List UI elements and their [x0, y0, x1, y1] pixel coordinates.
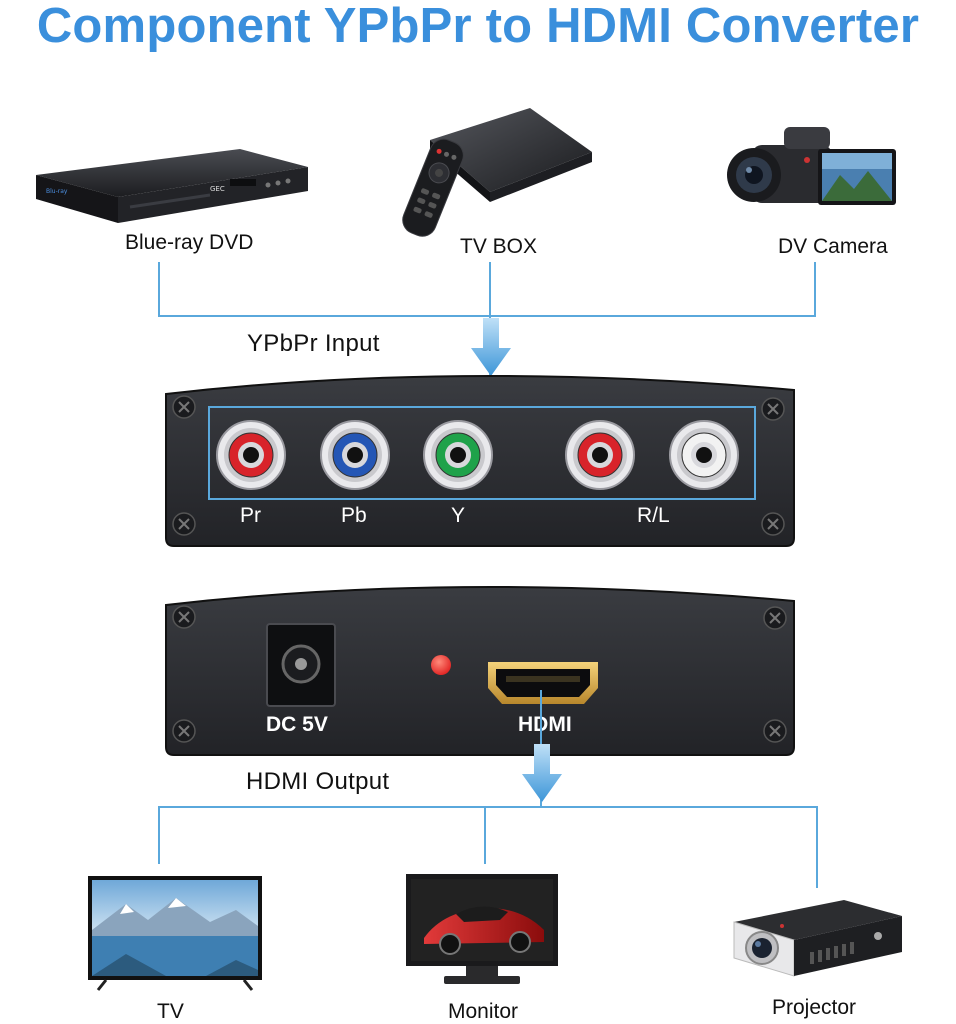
rca-jack-audio-left — [669, 420, 739, 490]
source-label-bluray: Blue-ray DVD — [125, 231, 254, 254]
rca-jack-y — [423, 420, 493, 490]
source-label-camera: DV Camera — [778, 235, 888, 258]
screw-icon — [172, 605, 196, 629]
display-label-tv: TV — [157, 1000, 184, 1023]
connector-line — [816, 806, 818, 888]
svg-text:GEC: GEC — [210, 185, 225, 193]
rca-jack-pr — [216, 420, 286, 490]
rca-jack-pb — [320, 420, 390, 490]
port-label-pr: Pr — [240, 504, 261, 527]
down-arrow-icon — [471, 318, 511, 376]
svg-text:Blu-ray: Blu-ray — [46, 188, 68, 195]
power-led — [431, 655, 451, 675]
connector-line — [814, 262, 816, 317]
connector-line — [158, 806, 160, 864]
output-section-label: HDMI Output — [246, 768, 390, 795]
connector-line — [158, 315, 816, 317]
display-label-monitor: Monitor — [448, 1000, 519, 1023]
screw-icon — [172, 512, 196, 536]
tv-icon — [88, 876, 262, 991]
hdmi-label: HDMI — [518, 713, 572, 736]
connector-line — [484, 806, 486, 864]
source-label-tvbox: TV BOX — [460, 235, 538, 258]
screw-icon — [763, 719, 787, 743]
rca-jack-audio-right — [565, 420, 635, 490]
screw-icon — [763, 606, 787, 630]
output-panel — [165, 585, 795, 756]
monitor-icon — [406, 874, 558, 984]
screw-icon — [761, 397, 785, 421]
input-section-label: YPbPr Input — [247, 330, 380, 357]
port-label-rl: R/L — [637, 504, 670, 527]
screw-icon — [761, 512, 785, 536]
bluray-player-icon: GEC Blu-ray — [36, 149, 308, 223]
connector-line — [158, 806, 818, 808]
screw-icon — [172, 719, 196, 743]
display-label-projector: Projector — [772, 996, 857, 1019]
down-arrow-icon — [522, 744, 562, 802]
camcorder-icon — [727, 127, 896, 205]
dc-label: DC 5V — [266, 713, 328, 736]
screw-icon — [172, 395, 196, 419]
tv-box-icon — [402, 108, 592, 237]
page-title: Component YPbPr to HDMI Converter — [36, 0, 920, 53]
dc-power-jack — [266, 623, 336, 707]
port-label-pb: Pb — [341, 504, 367, 527]
projector-icon — [733, 900, 902, 977]
hdmi-port — [488, 662, 598, 704]
connector-line — [489, 262, 491, 317]
connector-line — [158, 262, 160, 317]
port-label-y: Y — [451, 504, 466, 527]
